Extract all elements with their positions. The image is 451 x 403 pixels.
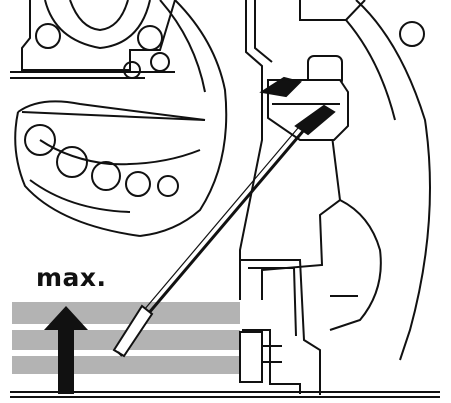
crankcase-casing (239, 0, 431, 361)
dipstick-rod (112, 127, 306, 358)
dipstick-tip (112, 304, 154, 358)
max-level-label: max. (36, 263, 107, 292)
oil-band-upper (12, 302, 240, 324)
crank-roller-assembly (14, 100, 206, 237)
oil-band-lower (12, 356, 240, 374)
oil-sump (10, 259, 440, 398)
max-level-arrow-icon (44, 306, 88, 394)
bearing-housing (10, 0, 228, 237)
dipstick-cap (259, 55, 349, 141)
